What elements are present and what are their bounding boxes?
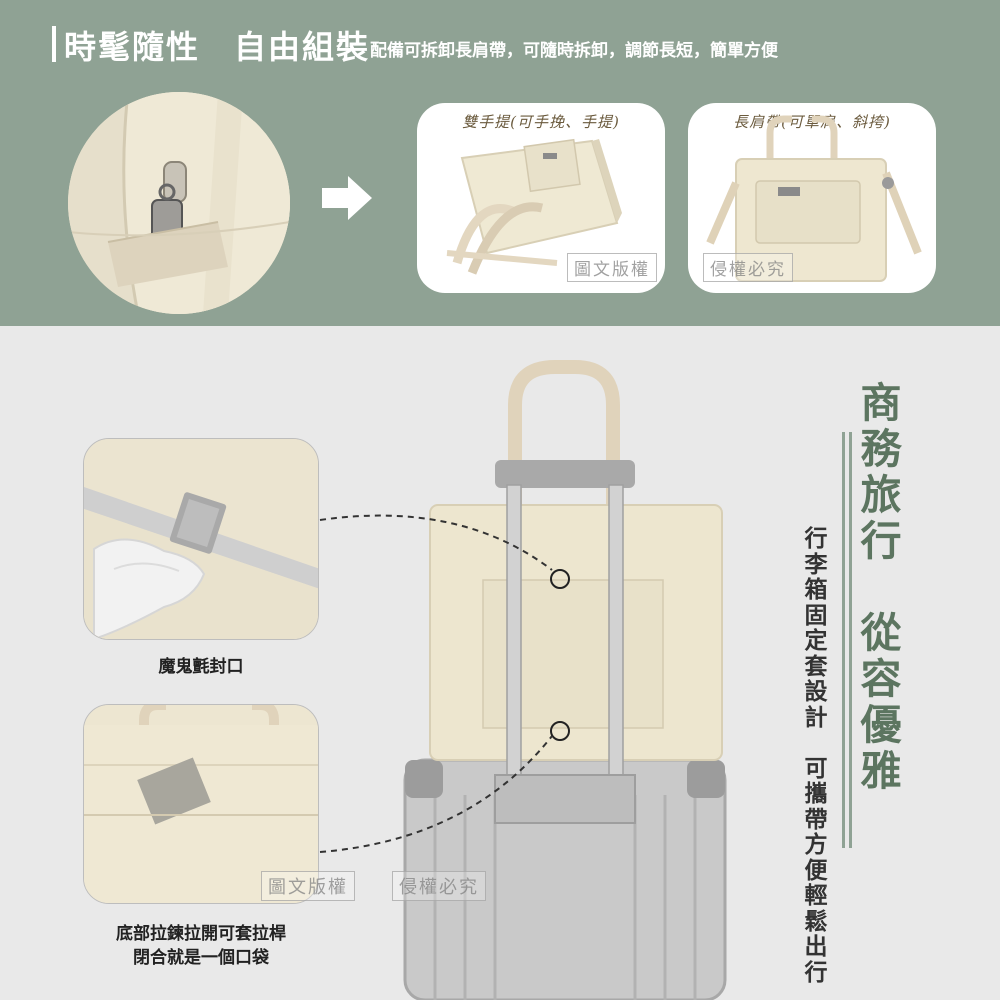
vertical-glyph bbox=[858, 564, 904, 610]
vertical-glyph: 箱 bbox=[804, 576, 828, 603]
watermark-copyright-bottom: 圖文版權 bbox=[261, 871, 355, 901]
side-tagline: 行李箱固定套設計 可攜帶方便輕鬆出行 bbox=[801, 526, 831, 985]
vertical-glyph: 旅 bbox=[860, 471, 902, 519]
vertical-glyph: 行 bbox=[804, 525, 828, 552]
vertical-glyph: 帶 bbox=[804, 805, 828, 833]
side-headline: 商務旅行 從容優雅 bbox=[858, 380, 904, 794]
vertical-glyph: 鬆 bbox=[804, 907, 828, 935]
tote-handheld-illustration bbox=[446, 138, 622, 275]
velcro-label: 魔鬼氈封口 bbox=[158, 657, 244, 677]
handheld-style-card: 雙手提(可手挽、手提) bbox=[417, 103, 665, 293]
vertical-glyph: 優 bbox=[860, 701, 902, 749]
vertical-glyph: 設 bbox=[804, 678, 828, 705]
vertical-glyph: 商 bbox=[860, 379, 902, 427]
vertical-glyph: 計 bbox=[804, 703, 828, 731]
arrow-right-icon bbox=[322, 176, 372, 220]
vertical-glyph: 行 bbox=[804, 958, 828, 986]
vertical-glyph: 務 bbox=[860, 425, 902, 473]
title-accent-bar bbox=[52, 26, 56, 62]
strap-clip-detail-photo bbox=[68, 92, 290, 314]
watermark-infringement-bottom: 侵權必究 bbox=[392, 871, 486, 901]
vertical-glyph: 輕 bbox=[804, 882, 828, 909]
vertical-glyph: 出 bbox=[804, 933, 828, 960]
velcro-detail-photo bbox=[83, 438, 319, 640]
pocket-label-line2: 閉合就是一個口袋 bbox=[133, 948, 269, 968]
side-divider-line-2 bbox=[849, 432, 852, 848]
vertical-glyph: 套 bbox=[804, 652, 828, 680]
vertical-glyph: 固 bbox=[804, 601, 828, 629]
vertical-glyph bbox=[801, 730, 831, 756]
tote-shoulder-illustration bbox=[706, 115, 922, 282]
vertical-glyph: 容 bbox=[860, 655, 902, 703]
tote-on-suitcase-photo bbox=[395, 355, 735, 1000]
watermark-infringement: 侵權必究 bbox=[703, 253, 793, 282]
page-title: 時髦隨性 自由組裝 bbox=[64, 28, 371, 66]
watermark-copyright: 圖文版權 bbox=[567, 253, 657, 282]
vertical-glyph: 李 bbox=[804, 550, 828, 578]
pocket-label-line1: 底部拉鍊拉開可套拉桿 bbox=[116, 924, 286, 944]
vertical-glyph: 雅 bbox=[860, 747, 902, 795]
pocket-label: 底部拉鍊拉開可套拉桿 閉合就是一個口袋 bbox=[83, 922, 319, 970]
shoulder-style-card: 長肩帶(可單肩、斜挎) bbox=[688, 103, 936, 293]
pocket-detail-photo bbox=[83, 704, 319, 904]
vertical-glyph: 行 bbox=[860, 517, 902, 565]
vertical-glyph: 便 bbox=[804, 856, 828, 884]
vertical-glyph: 方 bbox=[804, 831, 828, 858]
vertical-glyph: 可 bbox=[804, 754, 828, 782]
handheld-caption: 雙手提(可手挽、手提) bbox=[462, 113, 620, 131]
side-divider-line bbox=[842, 432, 845, 848]
vertical-glyph: 攜 bbox=[804, 780, 828, 807]
page-subtitle: 配備可拆卸長肩帶，可隨時拆卸，調節長短，簡單方便 bbox=[370, 41, 778, 61]
vertical-glyph: 定 bbox=[804, 627, 828, 654]
vertical-glyph: 從 bbox=[860, 609, 902, 657]
